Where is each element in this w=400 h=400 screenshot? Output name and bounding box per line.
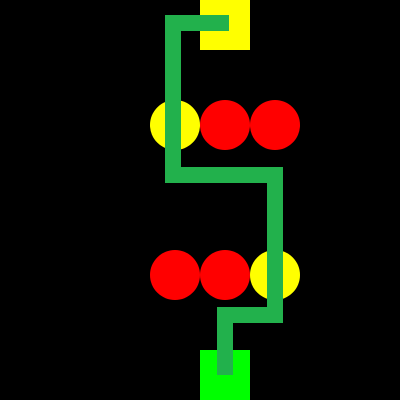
player-path (165, 15, 283, 375)
enemy-dot (200, 100, 250, 150)
enemy-dot (250, 100, 300, 150)
enemy-dot (150, 250, 200, 300)
enemy-dot (200, 250, 250, 300)
